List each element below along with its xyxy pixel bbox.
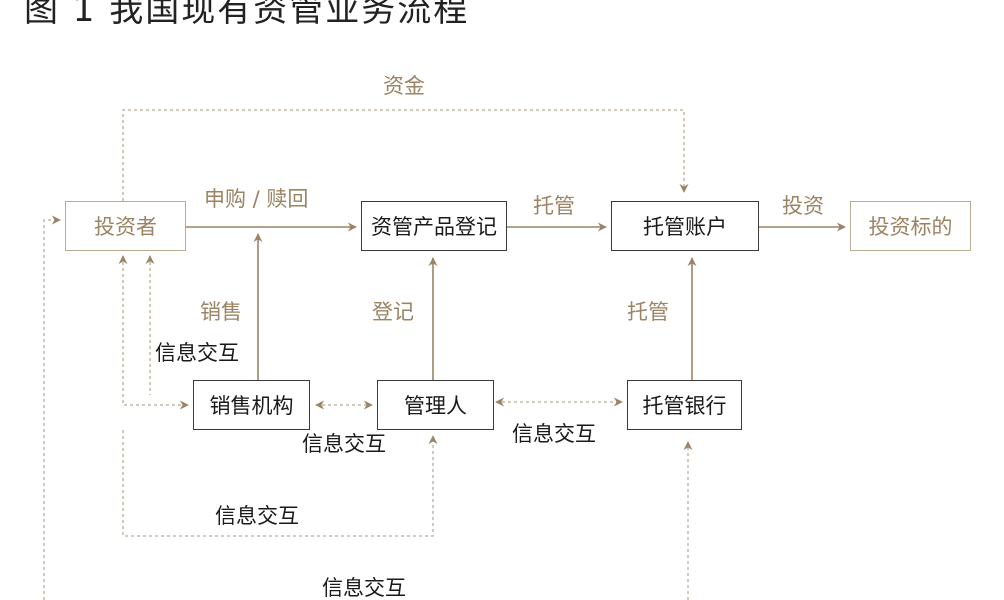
funds-dashed-line <box>122 109 689 201</box>
label-custody-vertical: 托管 <box>627 300 669 324</box>
node-product-registry: 资管产品登记 <box>361 201 507 251</box>
node-manager: 管理人 <box>377 380 494 430</box>
info-investor-manager-line <box>122 430 438 537</box>
label-info-investor-manager: 信息交互 <box>215 504 299 528</box>
figure-title: 图 1 我国现有资管业务流程 <box>24 0 470 30</box>
info-investor-bank-line <box>43 215 61 600</box>
label-custody-top: 托管 <box>533 194 575 218</box>
node-investor: 投资者 <box>65 201 186 251</box>
label-info-manager-bank: 信息交互 <box>512 422 596 446</box>
label-subscribe-redeem: 申购 / 赎回 <box>204 187 309 211</box>
label-info-sales-manager: 信息交互 <box>302 432 386 456</box>
label-info-investor-sales: 信息交互 <box>155 341 239 365</box>
label-register: 登记 <box>372 300 414 324</box>
node-custody-account: 托管账户 <box>611 201 759 251</box>
label-funds: 资金 <box>383 74 425 98</box>
info-investor-sales-line <box>118 255 189 410</box>
node-investment-target: 投资标的 <box>850 201 971 251</box>
label-invest: 投资 <box>782 194 824 218</box>
node-sales-agency: 销售机构 <box>193 380 310 430</box>
node-custodian-bank: 托管银行 <box>627 380 742 430</box>
label-info-investor-bank: 信息交互 <box>322 576 406 600</box>
label-sales: 销售 <box>200 300 242 324</box>
